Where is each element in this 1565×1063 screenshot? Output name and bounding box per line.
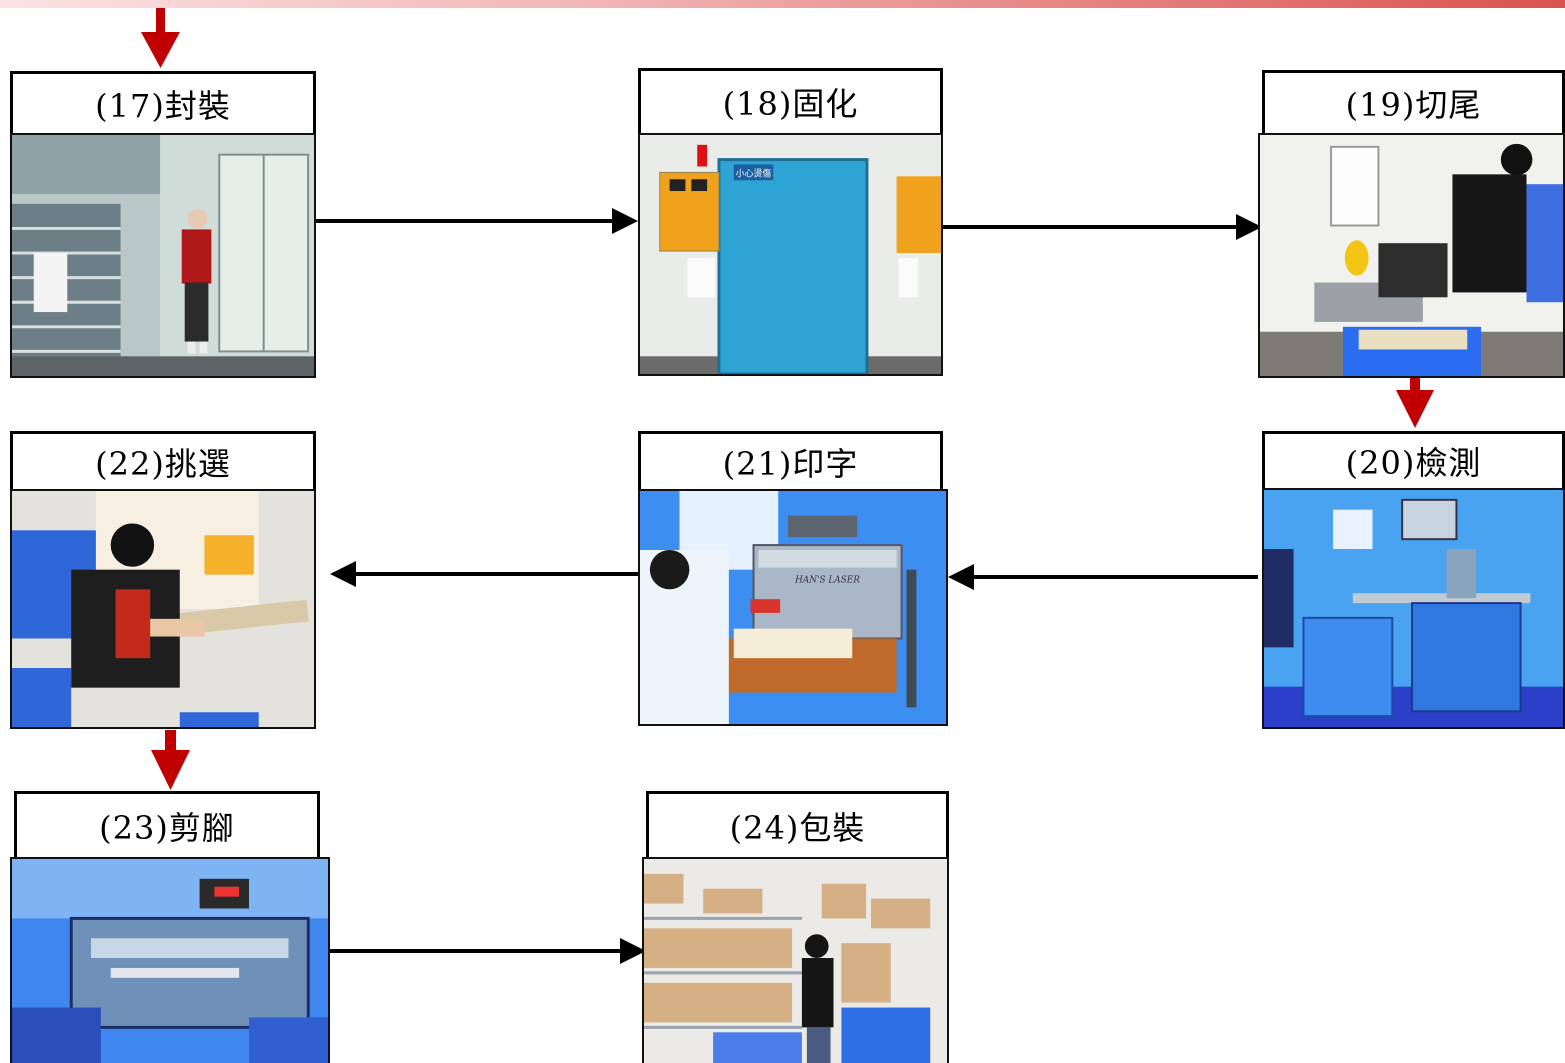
arrow-18-to-19	[943, 214, 1262, 240]
arrow-17-to-18	[316, 208, 638, 234]
step-photo-tail-cutting	[1258, 133, 1565, 378]
top-gradient-bar	[0, 0, 1565, 8]
step-label: (18)固化	[722, 85, 859, 123]
step-label: (24)包裝	[729, 808, 866, 847]
arrow-19-to-20	[1396, 378, 1434, 428]
step-photo-packing	[642, 857, 949, 1063]
step-label-box: (22)挑選	[10, 431, 316, 489]
warning-sign-text: 小心燙傷	[736, 167, 772, 179]
step-photo-sorting	[10, 489, 316, 729]
step-label-box: (19)切尾	[1262, 70, 1565, 133]
step-photo-inspection	[1262, 488, 1565, 729]
step-label: (19)切尾	[1345, 86, 1482, 124]
step-label: (23)剪腳	[99, 808, 235, 847]
step-photo-encapsulation	[10, 133, 316, 378]
step-label: (20)檢測	[1345, 444, 1482, 482]
step-photo-lead-cutting	[10, 857, 330, 1063]
step-label-box: (18)固化	[638, 68, 943, 133]
step-label: (22)挑選	[95, 444, 231, 483]
step-label-box: (21)印字	[638, 431, 943, 489]
step-label-box: (17)封裝	[10, 71, 316, 133]
step-photo-laser-marking: HAN'S LASER	[638, 489, 948, 726]
arrow-23-to-24	[330, 938, 646, 964]
arrow-20-to-21	[948, 564, 1258, 590]
step-photo-curing: 小心燙傷	[638, 133, 943, 376]
step-label-box: (20)檢測	[1262, 431, 1565, 488]
arrow-21-to-22	[330, 561, 638, 587]
step-label-box: (23)剪腳	[14, 791, 320, 857]
laser-brand-text: HAN'S LASER	[794, 575, 860, 585]
arrow-into-step-17	[141, 8, 180, 68]
step-label: (21)印字	[722, 444, 859, 483]
arrow-22-to-23	[151, 730, 190, 790]
step-label-box: (24)包裝	[646, 791, 949, 857]
step-label: (17)封裝	[95, 86, 231, 125]
